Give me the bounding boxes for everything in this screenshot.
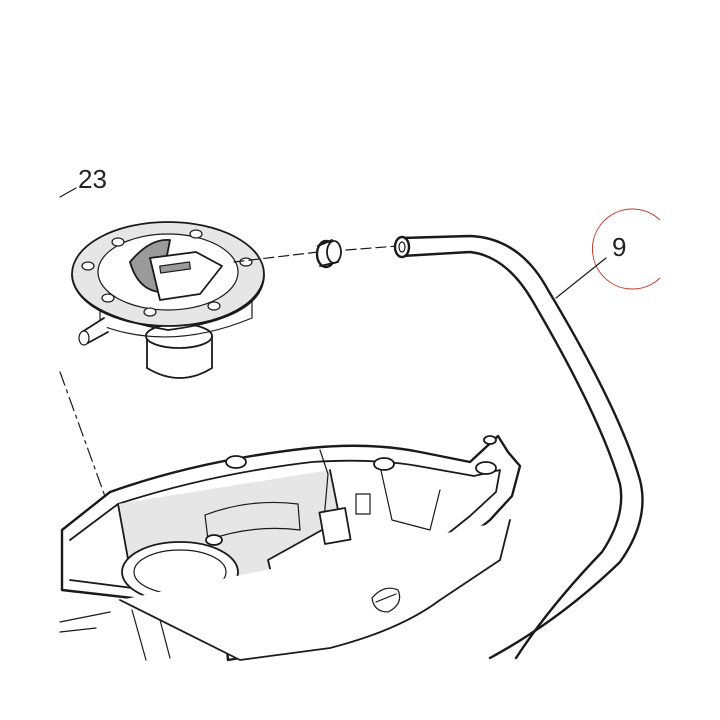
assembly-line-cap-clamp bbox=[233, 251, 319, 263]
hose-clamp bbox=[315, 239, 342, 269]
callout-23[interactable]: 23 bbox=[59, 164, 107, 198]
highlight-circle bbox=[591, 208, 661, 290]
callout-label-9: 9 bbox=[612, 232, 626, 262]
leader-line-23 bbox=[59, 187, 77, 198]
tank-bracket bbox=[318, 507, 352, 545]
fuel-filler-cap bbox=[71, 221, 265, 379]
tank-frame-inner bbox=[69, 459, 501, 613]
assembly-line-clamp-hose bbox=[345, 245, 399, 251]
leader-line-9 bbox=[555, 257, 607, 299]
callout-9[interactable]: 9 bbox=[555, 208, 661, 299]
breather-hose bbox=[393, 234, 644, 660]
callout-label-23: 23 bbox=[78, 164, 107, 194]
fuel-tank-housing bbox=[59, 434, 522, 662]
tank-drain-plug bbox=[371, 587, 401, 613]
logo-plate bbox=[159, 261, 192, 274]
